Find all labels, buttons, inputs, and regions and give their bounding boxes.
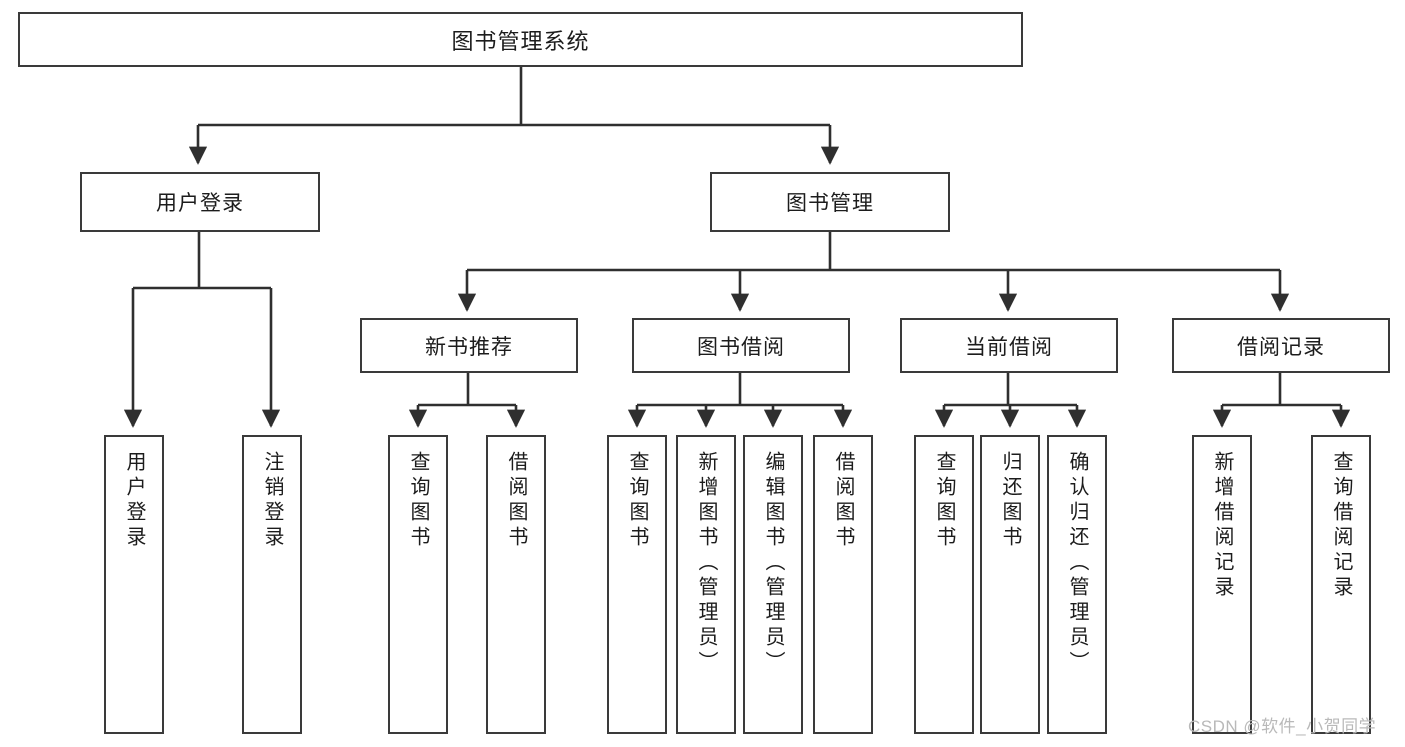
leaf-record-add-record[interactable]: 新增借阅记录 (1192, 435, 1252, 734)
node-user-login[interactable]: 用户登录 (80, 172, 320, 232)
leaf-borrow-query-book[interactable]: 查询图书 (607, 435, 667, 734)
node-label: 用户登录 (156, 192, 244, 215)
node-root-system[interactable]: 图书管理系统 (18, 12, 1023, 67)
node-label: 用户登录 (123, 451, 145, 551)
node-book-management[interactable]: 图书管理 (710, 172, 950, 232)
node-label: 新增图书（管理员） (695, 451, 717, 676)
leaf-current-query-book[interactable]: 查询图书 (914, 435, 974, 734)
node-borrow-record[interactable]: 借阅记录 (1172, 318, 1390, 373)
node-label: 确认归还（管理员） (1066, 451, 1088, 676)
node-label: 查询借阅记录 (1330, 451, 1352, 601)
node-label: 查询图书 (626, 451, 648, 551)
node-label: 查询图书 (407, 451, 429, 551)
node-new-book-recommend[interactable]: 新书推荐 (360, 318, 578, 373)
leaf-recommend-query-book[interactable]: 查询图书 (388, 435, 448, 734)
node-label: 查询图书 (933, 451, 955, 551)
node-label: 注销登录 (261, 451, 283, 551)
node-label: 归还图书 (999, 451, 1021, 551)
node-label: 图书管理 (786, 192, 874, 215)
leaf-record-query-record[interactable]: 查询借阅记录 (1311, 435, 1371, 734)
node-label: 编辑图书（管理员） (762, 451, 784, 676)
node-current-borrow[interactable]: 当前借阅 (900, 318, 1118, 373)
node-book-borrow[interactable]: 图书借阅 (632, 318, 850, 373)
node-label: 图书管理系统 (451, 28, 590, 54)
leaf-recommend-borrow-book[interactable]: 借阅图书 (486, 435, 546, 734)
leaf-borrow-edit-book-admin[interactable]: 编辑图书（管理员） (743, 435, 803, 734)
node-label: 新书推荐 (425, 335, 513, 359)
node-label: 图书借阅 (697, 335, 785, 359)
node-label: 借阅图书 (505, 451, 527, 551)
leaf-current-confirm-return-admin[interactable]: 确认归还（管理员） (1047, 435, 1107, 734)
leaf-borrow-borrow-book[interactable]: 借阅图书 (813, 435, 873, 734)
node-label: 借阅图书 (832, 451, 854, 551)
leaf-borrow-add-book-admin[interactable]: 新增图书（管理员） (676, 435, 736, 734)
node-label: 借阅记录 (1237, 335, 1325, 359)
node-label: 当前借阅 (965, 335, 1053, 359)
leaf-current-return-book[interactable]: 归还图书 (980, 435, 1040, 734)
leaf-user-login-login[interactable]: 用户登录 (104, 435, 164, 734)
node-label: 新增借阅记录 (1211, 451, 1233, 601)
leaf-user-login-logout[interactable]: 注销登录 (242, 435, 302, 734)
